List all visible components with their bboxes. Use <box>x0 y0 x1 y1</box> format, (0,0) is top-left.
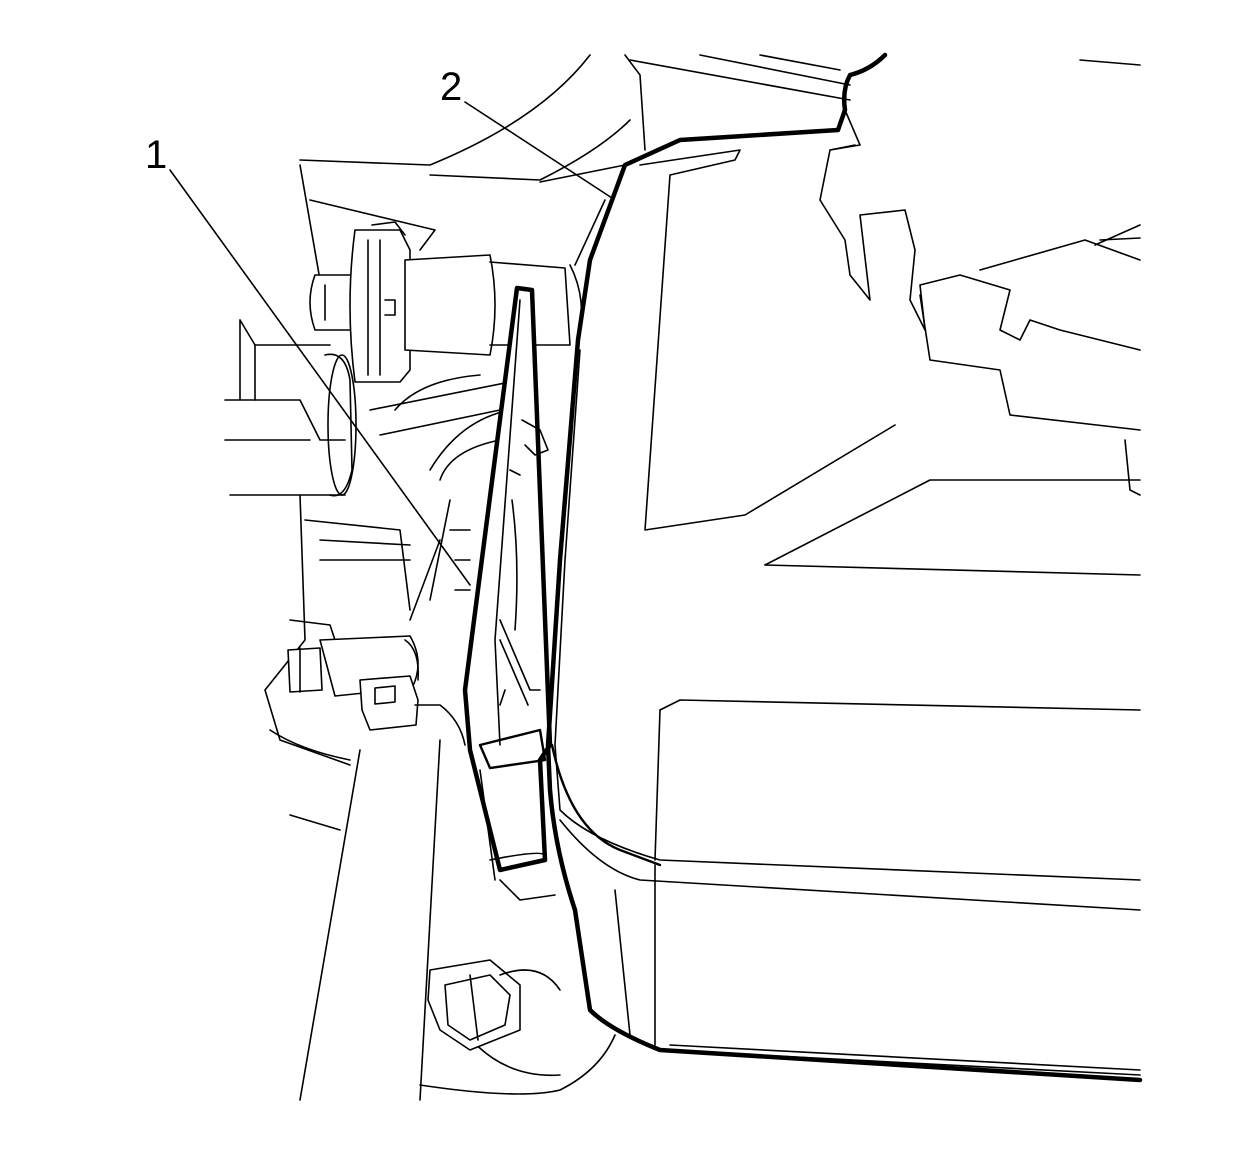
background-engine-structure <box>224 54 1141 1101</box>
callout-2-leader <box>464 101 613 199</box>
bracket-component <box>462 285 556 901</box>
main-cover-housing <box>545 52 1143 1083</box>
lower-hose-connector <box>287 635 466 746</box>
callout-1-label: 1 <box>145 133 167 177</box>
callout-1-leader <box>169 169 471 586</box>
callout-2: 2 <box>440 65 613 199</box>
upper-hose-connector <box>309 221 583 383</box>
callout-1: 1 <box>145 133 471 586</box>
callout-2-label: 2 <box>440 65 462 109</box>
mounting-bolt <box>427 959 561 1051</box>
